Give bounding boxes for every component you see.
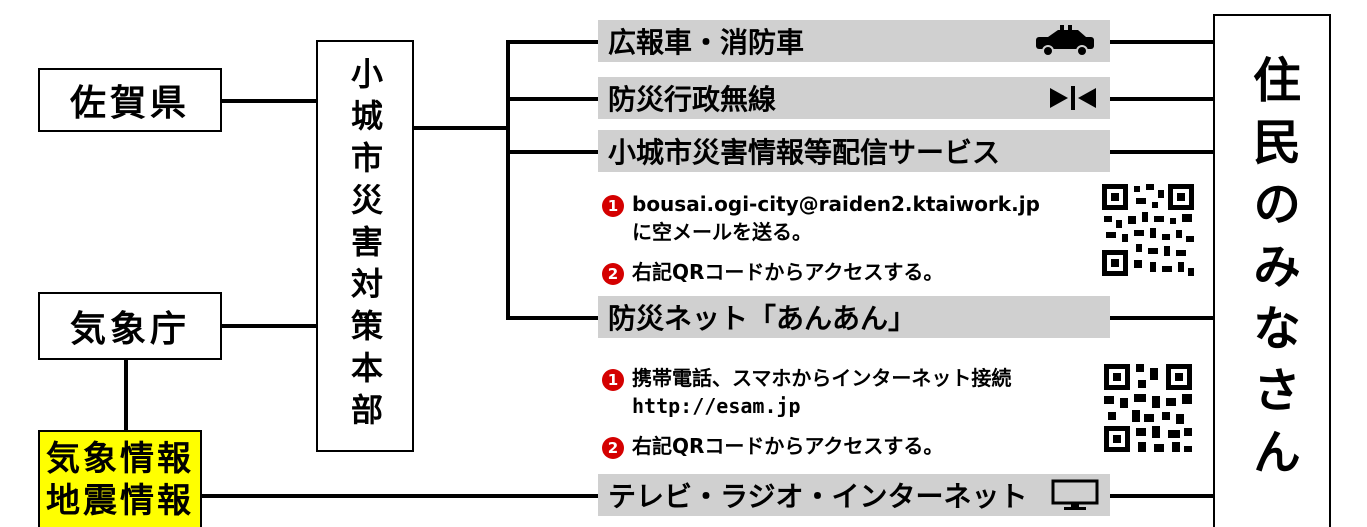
connector-branch-vertical xyxy=(506,40,510,320)
step-number-badge: 1 xyxy=(602,368,624,391)
channel-disaster-radio: 防災行政無線 xyxy=(598,77,1110,119)
connector-jma-hq xyxy=(221,324,318,328)
residents-label: 住民のみなさん xyxy=(1244,54,1300,489)
connector-hq-trunk xyxy=(414,126,508,130)
speaker-icon xyxy=(1046,82,1100,121)
connector-jma-info xyxy=(124,360,128,432)
weather-info-box: 気象情報 地震情報 xyxy=(38,430,202,527)
step-number-badge: 2 xyxy=(602,436,624,459)
net-instruction-text: 携帯電話、スマホからインターネット接続 xyxy=(632,366,1012,390)
saga-prefecture-label: 佐賀県 xyxy=(69,83,190,124)
channel-tv-radio-internet: テレビ・ラジオ・インターネット xyxy=(598,474,1110,516)
connector-to-channel-2 xyxy=(506,97,598,101)
qr-access-text: 右記QRコードからアクセスする。 xyxy=(632,260,944,284)
mail-qr-code xyxy=(1100,182,1196,278)
net-qr-code xyxy=(1102,362,1194,454)
mail-address-text: bousai.ogi-city@raiden2.ktaiwork.jp xyxy=(632,192,1040,216)
residents-box: 住民のみなさん xyxy=(1213,14,1331,527)
connector-channel-4-residents xyxy=(1110,316,1214,320)
saga-prefecture-box: 佐賀県 xyxy=(38,68,222,132)
mail-step-1: 1 bousai.ogi-city@raiden2.ktaiwork.jp に空メ… xyxy=(602,190,1040,246)
mail-step-2: 2 右記QRコードからアクセスする。 xyxy=(602,258,943,286)
net-step-2: 2 右記QRコードからアクセスする。 xyxy=(602,432,943,460)
channel-pr-car: 広報車・消防車 xyxy=(598,20,1110,62)
channel-label: 小城市災害情報等配信サービス xyxy=(608,136,1001,169)
channel-label: 防災行政無線 xyxy=(608,83,777,116)
connector-to-channel-1 xyxy=(506,40,598,44)
disaster-hq-label: 小城市災害対策本部 xyxy=(346,57,384,435)
connector-saga-hq xyxy=(221,99,318,103)
channel-mail-service: 小城市災害情報等配信サービス xyxy=(598,130,1110,172)
earthquake-info-label: 地震情報 xyxy=(46,480,194,521)
net-url-text: http://esam.jp xyxy=(632,394,801,418)
mail-instruction-text: に空メールを送る。 xyxy=(632,220,812,244)
connector-channel-3-residents xyxy=(1110,150,1214,154)
qr-access-text: 右記QRコードからアクセスする。 xyxy=(632,434,944,458)
step-number-badge: 2 xyxy=(602,262,624,285)
channel-label: 広報車・消防車 xyxy=(608,26,805,59)
weather-info-label: 気象情報 xyxy=(46,438,194,479)
car-icon xyxy=(1030,25,1100,64)
connector-info-to-media xyxy=(200,494,598,498)
disaster-hq-box: 小城市災害対策本部 xyxy=(316,40,414,452)
connector-channel-1-residents xyxy=(1110,40,1214,44)
connector-to-channel-3 xyxy=(506,150,598,154)
channel-label: 防災ネット「あんあん」 xyxy=(608,302,917,335)
channel-bousai-net: 防災ネット「あんあん」 xyxy=(598,296,1110,338)
connector-to-channel-4 xyxy=(506,316,598,320)
connector-channel-5-residents xyxy=(1110,494,1214,498)
jma-label: 気象庁 xyxy=(69,309,190,350)
connector-channel-2-residents xyxy=(1110,97,1214,101)
step-number-badge: 1 xyxy=(602,194,624,217)
channel-label: テレビ・ラジオ・インターネット xyxy=(608,480,1028,513)
monitor-icon xyxy=(1050,479,1100,518)
net-step-1: 1 携帯電話、スマホからインターネット接続 http://esam.jp xyxy=(602,364,1011,420)
jma-box: 気象庁 xyxy=(38,292,222,360)
